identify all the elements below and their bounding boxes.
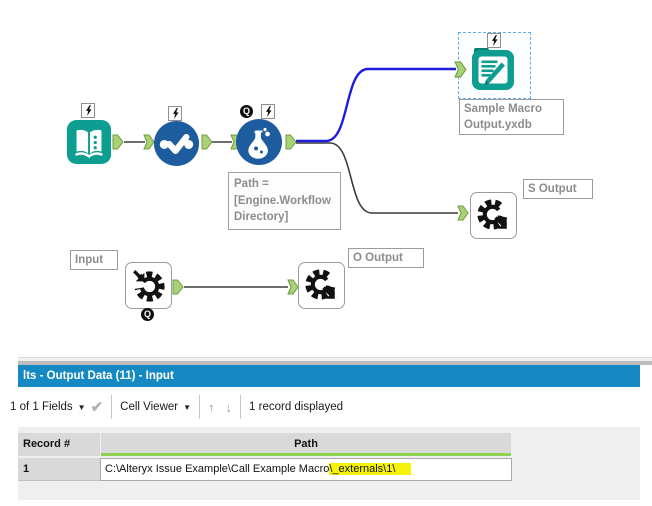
lightning-anchor-icon xyxy=(261,104,275,119)
lightning-anchor-icon xyxy=(168,106,182,121)
q-badge-icon: Q xyxy=(141,308,154,321)
output-anchor-icon[interactable] xyxy=(112,134,124,150)
fields-dropdown[interactable]: 1 of 1 Fields ▼ ✔ xyxy=(10,398,103,416)
fields-dropdown-label: 1 of 1 Fields xyxy=(10,401,73,413)
output-anchor-icon[interactable] xyxy=(172,279,184,295)
input-anchor-icon[interactable] xyxy=(287,279,299,295)
output-data-tool[interactable] xyxy=(470,46,516,92)
s-output-label[interactable]: S Output xyxy=(523,179,593,200)
column-header-record[interactable]: Record # xyxy=(18,433,100,456)
path-value-prefix: C:\Alteryx Issue Example\Call Example Ma… xyxy=(105,463,330,475)
input-label[interactable]: Input xyxy=(70,250,118,271)
panel-top-strip-shadow xyxy=(18,361,652,365)
connection-wires xyxy=(124,67,458,288)
chevron-down-icon: ▼ xyxy=(77,403,86,412)
input-anchor-icon[interactable] xyxy=(454,60,467,79)
toolbar-separator xyxy=(240,395,242,419)
panel-top-strip xyxy=(18,357,652,362)
row-record-number[interactable]: 1 xyxy=(18,458,100,481)
apply-check-icon[interactable]: ✔ xyxy=(90,399,104,416)
cell-viewer-dropdown[interactable]: Cell Viewer ▼ xyxy=(120,401,191,413)
directory-input-tool[interactable] xyxy=(66,119,112,165)
wire-flask-to-s-output[interactable] xyxy=(296,142,458,214)
row-path-cell[interactable]: C:\Alteryx Issue Example\Call Example Ma… xyxy=(100,458,512,481)
macro-output-gear-tool-s[interactable] xyxy=(470,192,517,239)
q-badge-icon: Q xyxy=(240,105,253,118)
workflow-canvas[interactable]: Q Path = [Engine.Workflow Directory] xyxy=(0,0,652,357)
lightning-anchor-icon xyxy=(487,33,501,48)
lightning-anchor-icon xyxy=(81,103,95,118)
macro-input-gear-tool[interactable] xyxy=(125,262,172,309)
arrow-up-icon[interactable]: ↑ xyxy=(208,399,215,415)
input-anchor-icon[interactable] xyxy=(143,134,155,150)
toolbar-separator xyxy=(111,395,113,419)
flask-annotation[interactable]: Path = [Engine.Workflow Directory] xyxy=(228,172,341,231)
record-count-label: 1 record displayed xyxy=(249,401,344,413)
output-anchor-icon[interactable] xyxy=(285,134,297,150)
macro-output-gear-tool-o[interactable] xyxy=(298,262,345,309)
check-tool[interactable] xyxy=(153,120,200,167)
input-anchor-icon[interactable] xyxy=(457,205,469,221)
macro-flask-tool[interactable] xyxy=(235,118,283,166)
o-output-label[interactable]: O Output xyxy=(348,248,424,269)
path-value-highlighted: \_externals\1\ xyxy=(329,463,412,475)
arrow-down-icon[interactable]: ↓ xyxy=(225,399,233,415)
wire-flask-to-output-selected[interactable] xyxy=(296,67,456,143)
cell-viewer-label: Cell Viewer xyxy=(120,401,179,413)
output-data-tool-label[interactable]: Sample Macro Output.yxdb xyxy=(459,99,564,136)
column-header-path[interactable]: Path xyxy=(101,433,511,456)
results-toolbar: 1 of 1 Fields ▼ ✔ Cell Viewer ▼ ↑ ↓ 1 re… xyxy=(0,387,640,427)
chevron-down-icon: ▼ xyxy=(183,403,192,412)
results-title-bar: lts - Output Data (11) - Input xyxy=(18,365,640,387)
toolbar-separator xyxy=(199,395,201,419)
output-anchor-icon[interactable] xyxy=(201,134,213,150)
